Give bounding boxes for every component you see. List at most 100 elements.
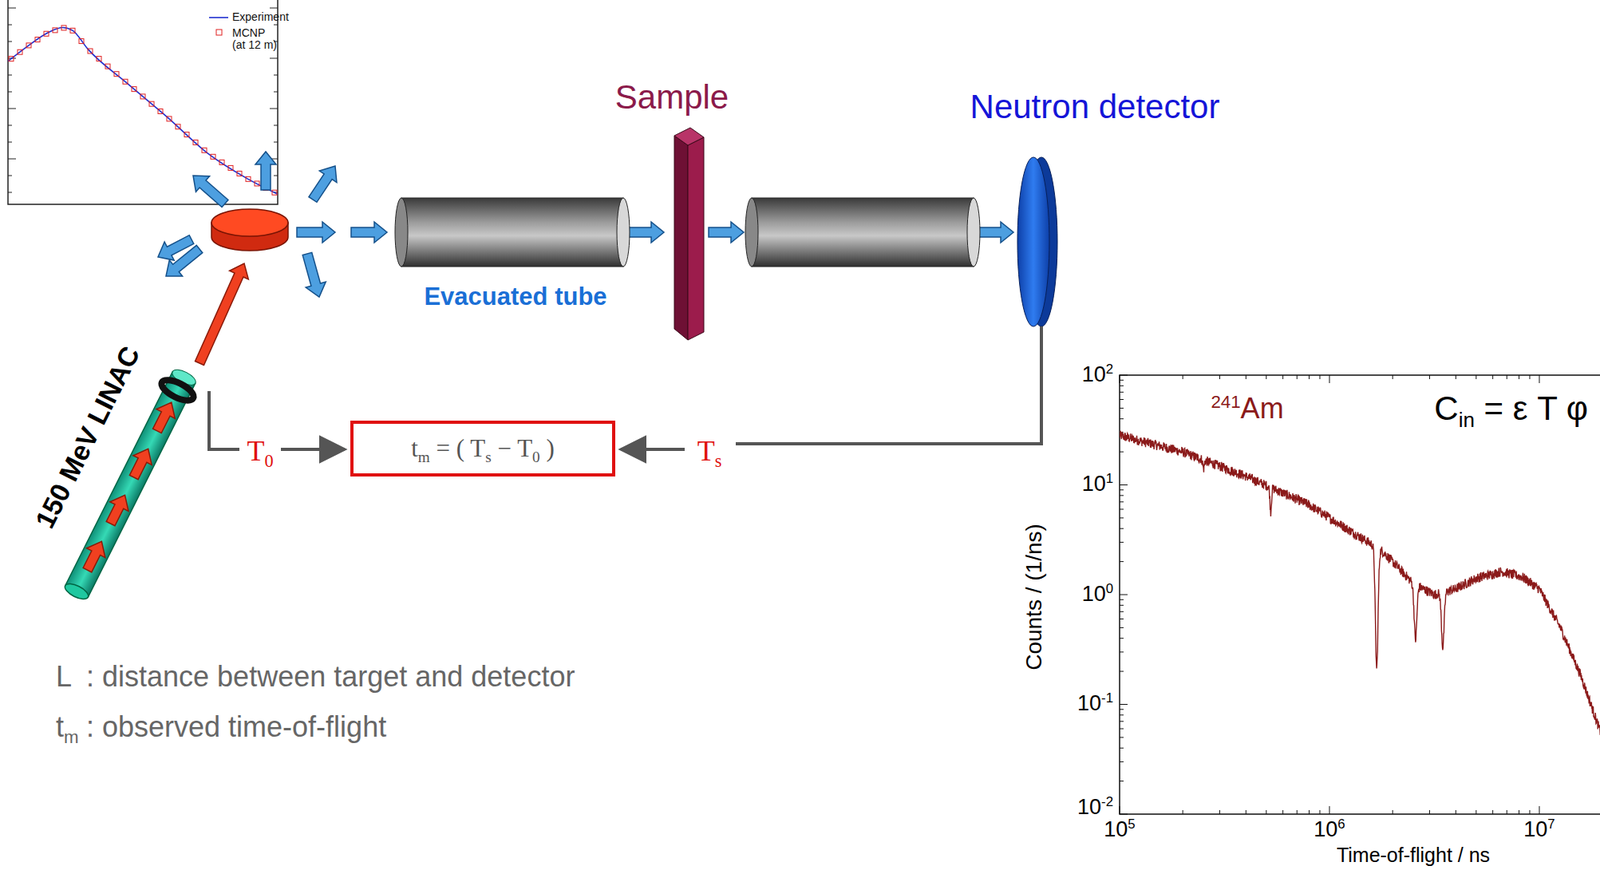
beam-monitor-ring (158, 375, 197, 405)
neutron-arrow (978, 221, 1014, 243)
linac-tube (147, 397, 181, 435)
inset-spectrum-chart (17, 49, 23, 55)
tof-chart (1492, 809, 1494, 814)
inset-spectrum-chart (7, 142, 12, 143)
tof-chart (1119, 385, 1124, 387)
electron-beam-arrow (189, 259, 254, 368)
inset-spectrum-chart (7, 27, 278, 194)
text-part: 10 (1082, 471, 1107, 496)
tof-chart (1119, 501, 1124, 502)
inset-spectrum-chart (105, 63, 111, 69)
neutron-detector (1017, 157, 1058, 327)
text-part: C (1434, 389, 1458, 427)
text-part: Time-of-flight / ns (1336, 843, 1490, 866)
detector-label: Neutron detector (970, 88, 1221, 126)
neutron-arrow (708, 221, 744, 243)
tof-chart (1506, 375, 1508, 380)
inset-spectrum-chart (193, 139, 198, 145)
signal-wire (209, 326, 1042, 450)
inset-spectrum-chart (273, 24, 278, 26)
legend-line-sample (209, 16, 229, 19)
sample-name: 241Am (1210, 392, 1284, 425)
tof-chart (1506, 809, 1508, 814)
signal-wire (280, 447, 345, 451)
tof-chart (1429, 809, 1431, 814)
evacuated-tube (745, 197, 980, 267)
inset-spectrum-chart (43, 31, 49, 36)
tof-chart (1245, 809, 1247, 814)
inset-spectrum-chart (228, 165, 234, 170)
tof-chart (1182, 375, 1184, 380)
tof-chart (1392, 809, 1394, 814)
text-part: 5 (1127, 816, 1135, 832)
inset-spectrum-chart (70, 27, 76, 33)
inset-spectrum-chart (166, 116, 172, 122)
text-part: s (485, 448, 491, 466)
tof-chart (1119, 671, 1124, 672)
formula-text: tm = ( Ts − T0 ) (410, 434, 555, 463)
text-part: 10 (1103, 817, 1128, 842)
tof-chart (1119, 761, 1124, 763)
linac-tube (78, 537, 111, 575)
inset-spectrum-chart (26, 43, 32, 48)
text-part: t (55, 710, 64, 743)
text-part: s (715, 450, 723, 471)
tick-label: 107 (1523, 817, 1555, 842)
transmission-spectrum (1119, 430, 1600, 739)
tof-chart (1119, 611, 1124, 613)
neutron-arrow (628, 221, 664, 243)
neutron-arrow (185, 167, 232, 212)
text-part: 6 (1337, 816, 1345, 832)
text-part: in (1458, 407, 1475, 432)
inset-spectrum-chart (96, 56, 102, 62)
axis-title: Counts / (1/ns) (1022, 523, 1047, 671)
tof-chart (1119, 375, 1600, 814)
tof-chart (1455, 809, 1457, 814)
text-part: 0 (1106, 580, 1114, 597)
tof-chart (1119, 813, 1128, 815)
evacuated-tube (395, 197, 630, 267)
sample-slab (674, 127, 704, 340)
tof-chart (1119, 528, 1124, 530)
inset-spectrum-chart (237, 170, 242, 176)
tof-chart (1265, 809, 1267, 814)
tof-chart (1119, 651, 1124, 652)
inset-spectrum-chart (210, 154, 216, 159)
tof-chart (1119, 780, 1124, 782)
neutron-arrow (153, 151, 1014, 300)
linac-tube (65, 371, 196, 597)
tof-chart (1308, 375, 1310, 380)
text-part: Counts / (1/ns) (1021, 523, 1047, 671)
tof-chart (1319, 809, 1320, 814)
inset-spectrum-chart (7, 24, 12, 26)
tof-chart (1119, 407, 1124, 409)
tof-chart (1119, 736, 1124, 738)
text-part: 0 (532, 448, 541, 466)
neutron-detector (1017, 157, 1050, 327)
text-part: Neutron detector (970, 87, 1221, 126)
evacuated-tube (395, 197, 408, 267)
tof-chart (1119, 594, 1128, 596)
text-part: T (697, 434, 716, 467)
text-part: m (418, 448, 431, 466)
text-part: 10 (1523, 817, 1548, 842)
text-part: 7 (1547, 816, 1555, 832)
tof-chart (1119, 747, 1124, 749)
inset-spectrum-chart (269, 58, 278, 60)
tof-chart (1119, 399, 1124, 400)
tof-chart (1282, 809, 1284, 814)
signal-name: T0 (246, 435, 273, 468)
text-part: 241 (1210, 391, 1241, 412)
text-part: t (410, 434, 419, 463)
inset-spectrum-chart (7, 75, 12, 76)
tof-chart (1119, 714, 1124, 716)
tof-chart (1475, 809, 1477, 814)
evacuated-tube (745, 197, 759, 267)
tof-chart (1119, 451, 1124, 453)
tof-chart (1119, 708, 1124, 710)
text-part: Evacuated tube (423, 282, 607, 311)
inset-spectrum-chart (184, 132, 190, 138)
neutron-arrow (296, 251, 329, 301)
tof-chart (1219, 809, 1221, 814)
tof-chart (1119, 494, 1124, 496)
